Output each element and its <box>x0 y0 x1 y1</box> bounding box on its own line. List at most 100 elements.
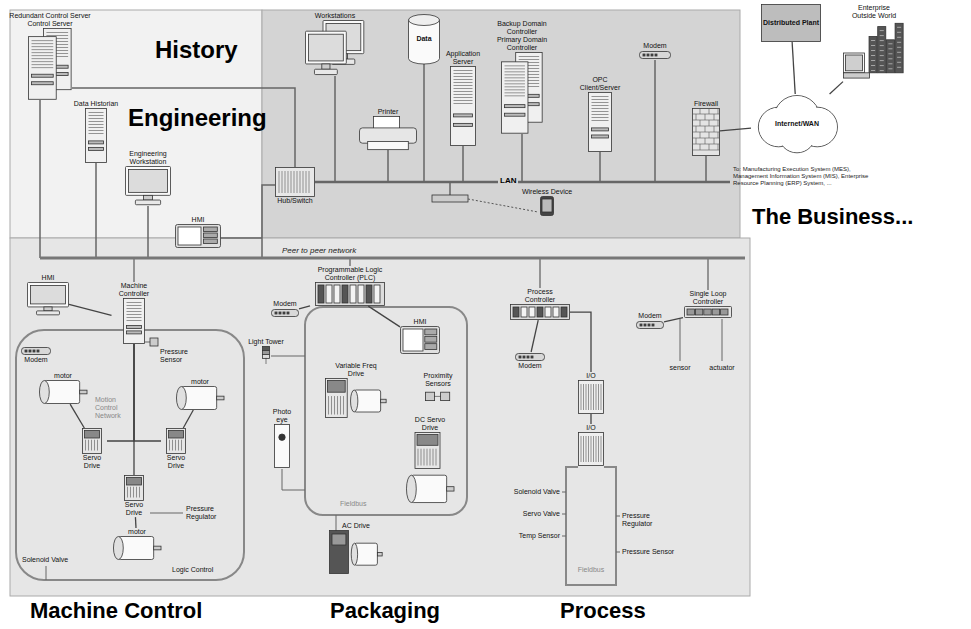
servers2-icon <box>505 96 525 97</box>
firewall-icon <box>705 126 706 132</box>
modem-icon <box>640 52 671 59</box>
firewall-icon <box>693 144 719 145</box>
printer-icon <box>368 142 409 150</box>
modem-icon <box>652 324 654 326</box>
modem-icon <box>33 350 35 352</box>
printer-icon <box>359 116 417 150</box>
bus-label: Peer to peer network <box>282 246 356 255</box>
acdrive-icon <box>330 531 349 574</box>
connector-line <box>590 414 591 424</box>
dc-servo-drive: DC Servo Drive <box>405 416 455 504</box>
acdrive-icon <box>329 530 383 574</box>
modem-icon <box>648 324 650 326</box>
server-icon <box>85 109 106 163</box>
part-label: Pressure Regulator <box>186 505 226 521</box>
server-icon <box>451 67 476 146</box>
hmi-panel: HMI <box>175 216 221 248</box>
servers2-icon <box>46 35 68 36</box>
server-icon <box>454 70 473 71</box>
rack-icon <box>366 285 372 303</box>
servers2-icon <box>505 87 525 88</box>
io-icon <box>598 384 599 410</box>
connector-line <box>368 306 400 327</box>
drive-icon <box>175 440 176 451</box>
device-label: motor <box>54 372 72 380</box>
city-icon <box>871 60 875 61</box>
modem-icon <box>22 348 51 355</box>
device-label: Internet/WAN <box>775 120 819 128</box>
drive-icon <box>125 476 144 501</box>
rack-icon <box>350 285 356 303</box>
io-icon <box>588 436 589 462</box>
printer-icon <box>360 117 417 150</box>
device-label: Engineering Workstation <box>118 150 178 166</box>
drive-icon <box>169 440 170 451</box>
firewall-icon <box>693 126 719 127</box>
dcservo-icon <box>417 435 438 446</box>
device-label: HMI <box>42 274 55 282</box>
server-icon <box>127 326 142 329</box>
server-icon <box>592 135 609 138</box>
modem-icon <box>519 356 521 358</box>
io-rack: I/O <box>578 424 604 466</box>
enterprise-icon: Enterprise Outside World <box>843 4 905 86</box>
prox-icon <box>425 388 451 402</box>
city-icon <box>897 27 901 28</box>
device-label: Modem <box>518 362 541 370</box>
application-server: Application Server <box>441 50 486 146</box>
device-label: Photo eye <box>269 408 295 424</box>
servers2-icon <box>502 53 543 134</box>
dcservo-icon <box>406 475 416 502</box>
vfd-icon <box>351 390 358 412</box>
modem-icon <box>640 324 642 326</box>
device-label: Process Controller <box>515 288 565 304</box>
dcservo-icon <box>405 432 455 504</box>
io-icon <box>578 432 604 466</box>
motor-icon <box>39 381 49 404</box>
drive-icon <box>167 429 186 454</box>
network-wire <box>654 60 656 182</box>
slc-icon <box>695 309 702 315</box>
box-icon <box>762 5 821 42</box>
rack-icon <box>511 305 570 320</box>
lighttower-icon <box>262 351 269 355</box>
hmi-panel: HMI <box>400 318 440 354</box>
rack-icon <box>561 307 567 317</box>
motor: motor <box>38 372 88 404</box>
device-label: Modem <box>24 356 47 364</box>
servers2-icon <box>505 78 525 79</box>
device-label: Enterprise Outside World <box>849 4 899 20</box>
firewall-icon <box>705 114 706 120</box>
motor-icon <box>175 386 225 410</box>
servers2-icon <box>31 55 53 56</box>
modem-icon <box>272 310 299 317</box>
wireless-access-point <box>432 195 468 202</box>
device-label: Servo Drive <box>119 501 149 517</box>
hub-icon <box>276 168 315 197</box>
cyl-icon <box>409 15 440 65</box>
server-icon <box>85 108 107 163</box>
connector-line <box>720 128 751 131</box>
drive-icon <box>97 440 98 451</box>
network-wire <box>387 150 389 182</box>
hmi-icon <box>403 329 423 351</box>
modem: Modem <box>271 300 299 318</box>
servers2-icon <box>505 105 525 108</box>
firewall-icon <box>693 109 720 156</box>
firewall-icon <box>700 144 701 150</box>
bus-label: Fieldbus <box>340 500 366 508</box>
lighttower-icon <box>262 347 269 351</box>
motor: motor <box>175 378 225 410</box>
modem-icon <box>279 312 281 314</box>
hub-icon <box>275 167 315 197</box>
server-icon <box>127 331 142 334</box>
rack-icon <box>316 283 385 306</box>
server-icon <box>592 128 609 131</box>
dcservo-icon <box>430 449 431 466</box>
city-icon <box>888 48 892 49</box>
slc-icon <box>684 306 732 318</box>
logic-control-loop <box>16 330 244 580</box>
motor-icon <box>38 380 88 404</box>
zone-title: The Business... <box>752 204 913 229</box>
control-server: Redundant Control ServerControl Server <box>9 12 90 100</box>
